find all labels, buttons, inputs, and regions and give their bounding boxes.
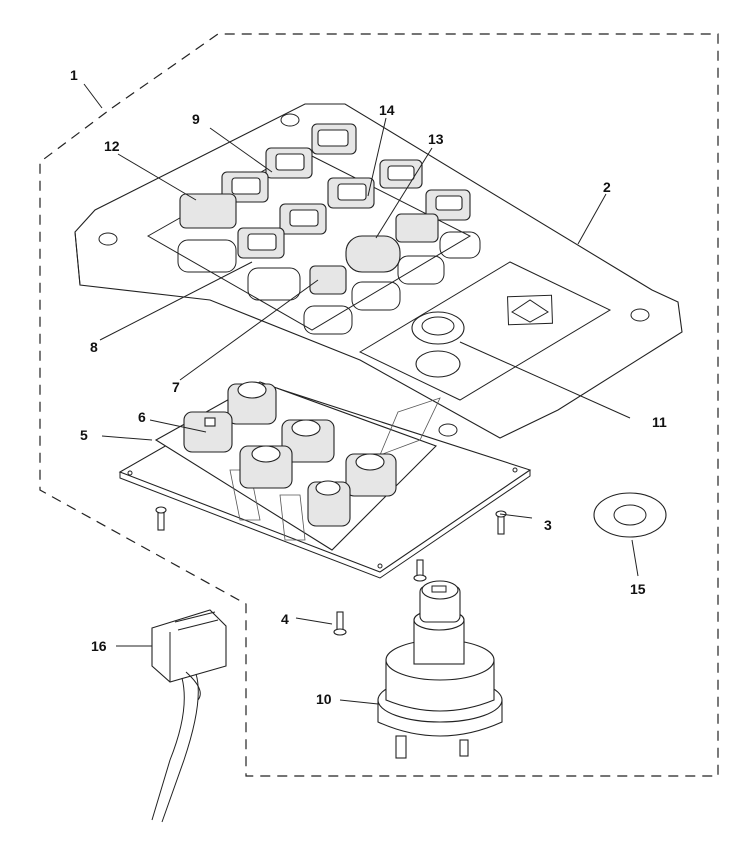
bezel-ring xyxy=(593,492,667,538)
callout-5: 5 xyxy=(80,427,88,443)
callout-4: 4 xyxy=(281,611,289,627)
switch-modules xyxy=(183,381,397,527)
leader-lines xyxy=(83,83,639,705)
callout-1: 1 xyxy=(70,67,78,83)
callout-10: 10 xyxy=(316,691,332,707)
callout-2: 2 xyxy=(603,179,611,195)
callout-6: 6 xyxy=(138,409,146,425)
callout-3: 3 xyxy=(544,517,552,533)
wire-harness xyxy=(151,609,227,823)
socket-row xyxy=(177,231,481,335)
assembly-boundary xyxy=(39,33,719,777)
callout-15: 15 xyxy=(630,581,646,597)
key-caps xyxy=(179,123,471,378)
callout-13: 13 xyxy=(428,131,444,147)
callout-12: 12 xyxy=(104,138,120,154)
callout-14: 14 xyxy=(379,102,395,118)
callout-9: 9 xyxy=(192,111,200,127)
callout-7: 7 xyxy=(172,379,180,395)
switch-board xyxy=(154,381,441,551)
callout-16: 16 xyxy=(91,638,107,654)
callout-11: 11 xyxy=(652,414,667,430)
callout-8: 8 xyxy=(90,339,98,355)
screws xyxy=(155,506,507,636)
key-switch xyxy=(377,580,503,759)
callout-labels: 1 2 3 4 5 6 7 8 9 10 11 12 13 14 15 16 xyxy=(70,67,667,707)
